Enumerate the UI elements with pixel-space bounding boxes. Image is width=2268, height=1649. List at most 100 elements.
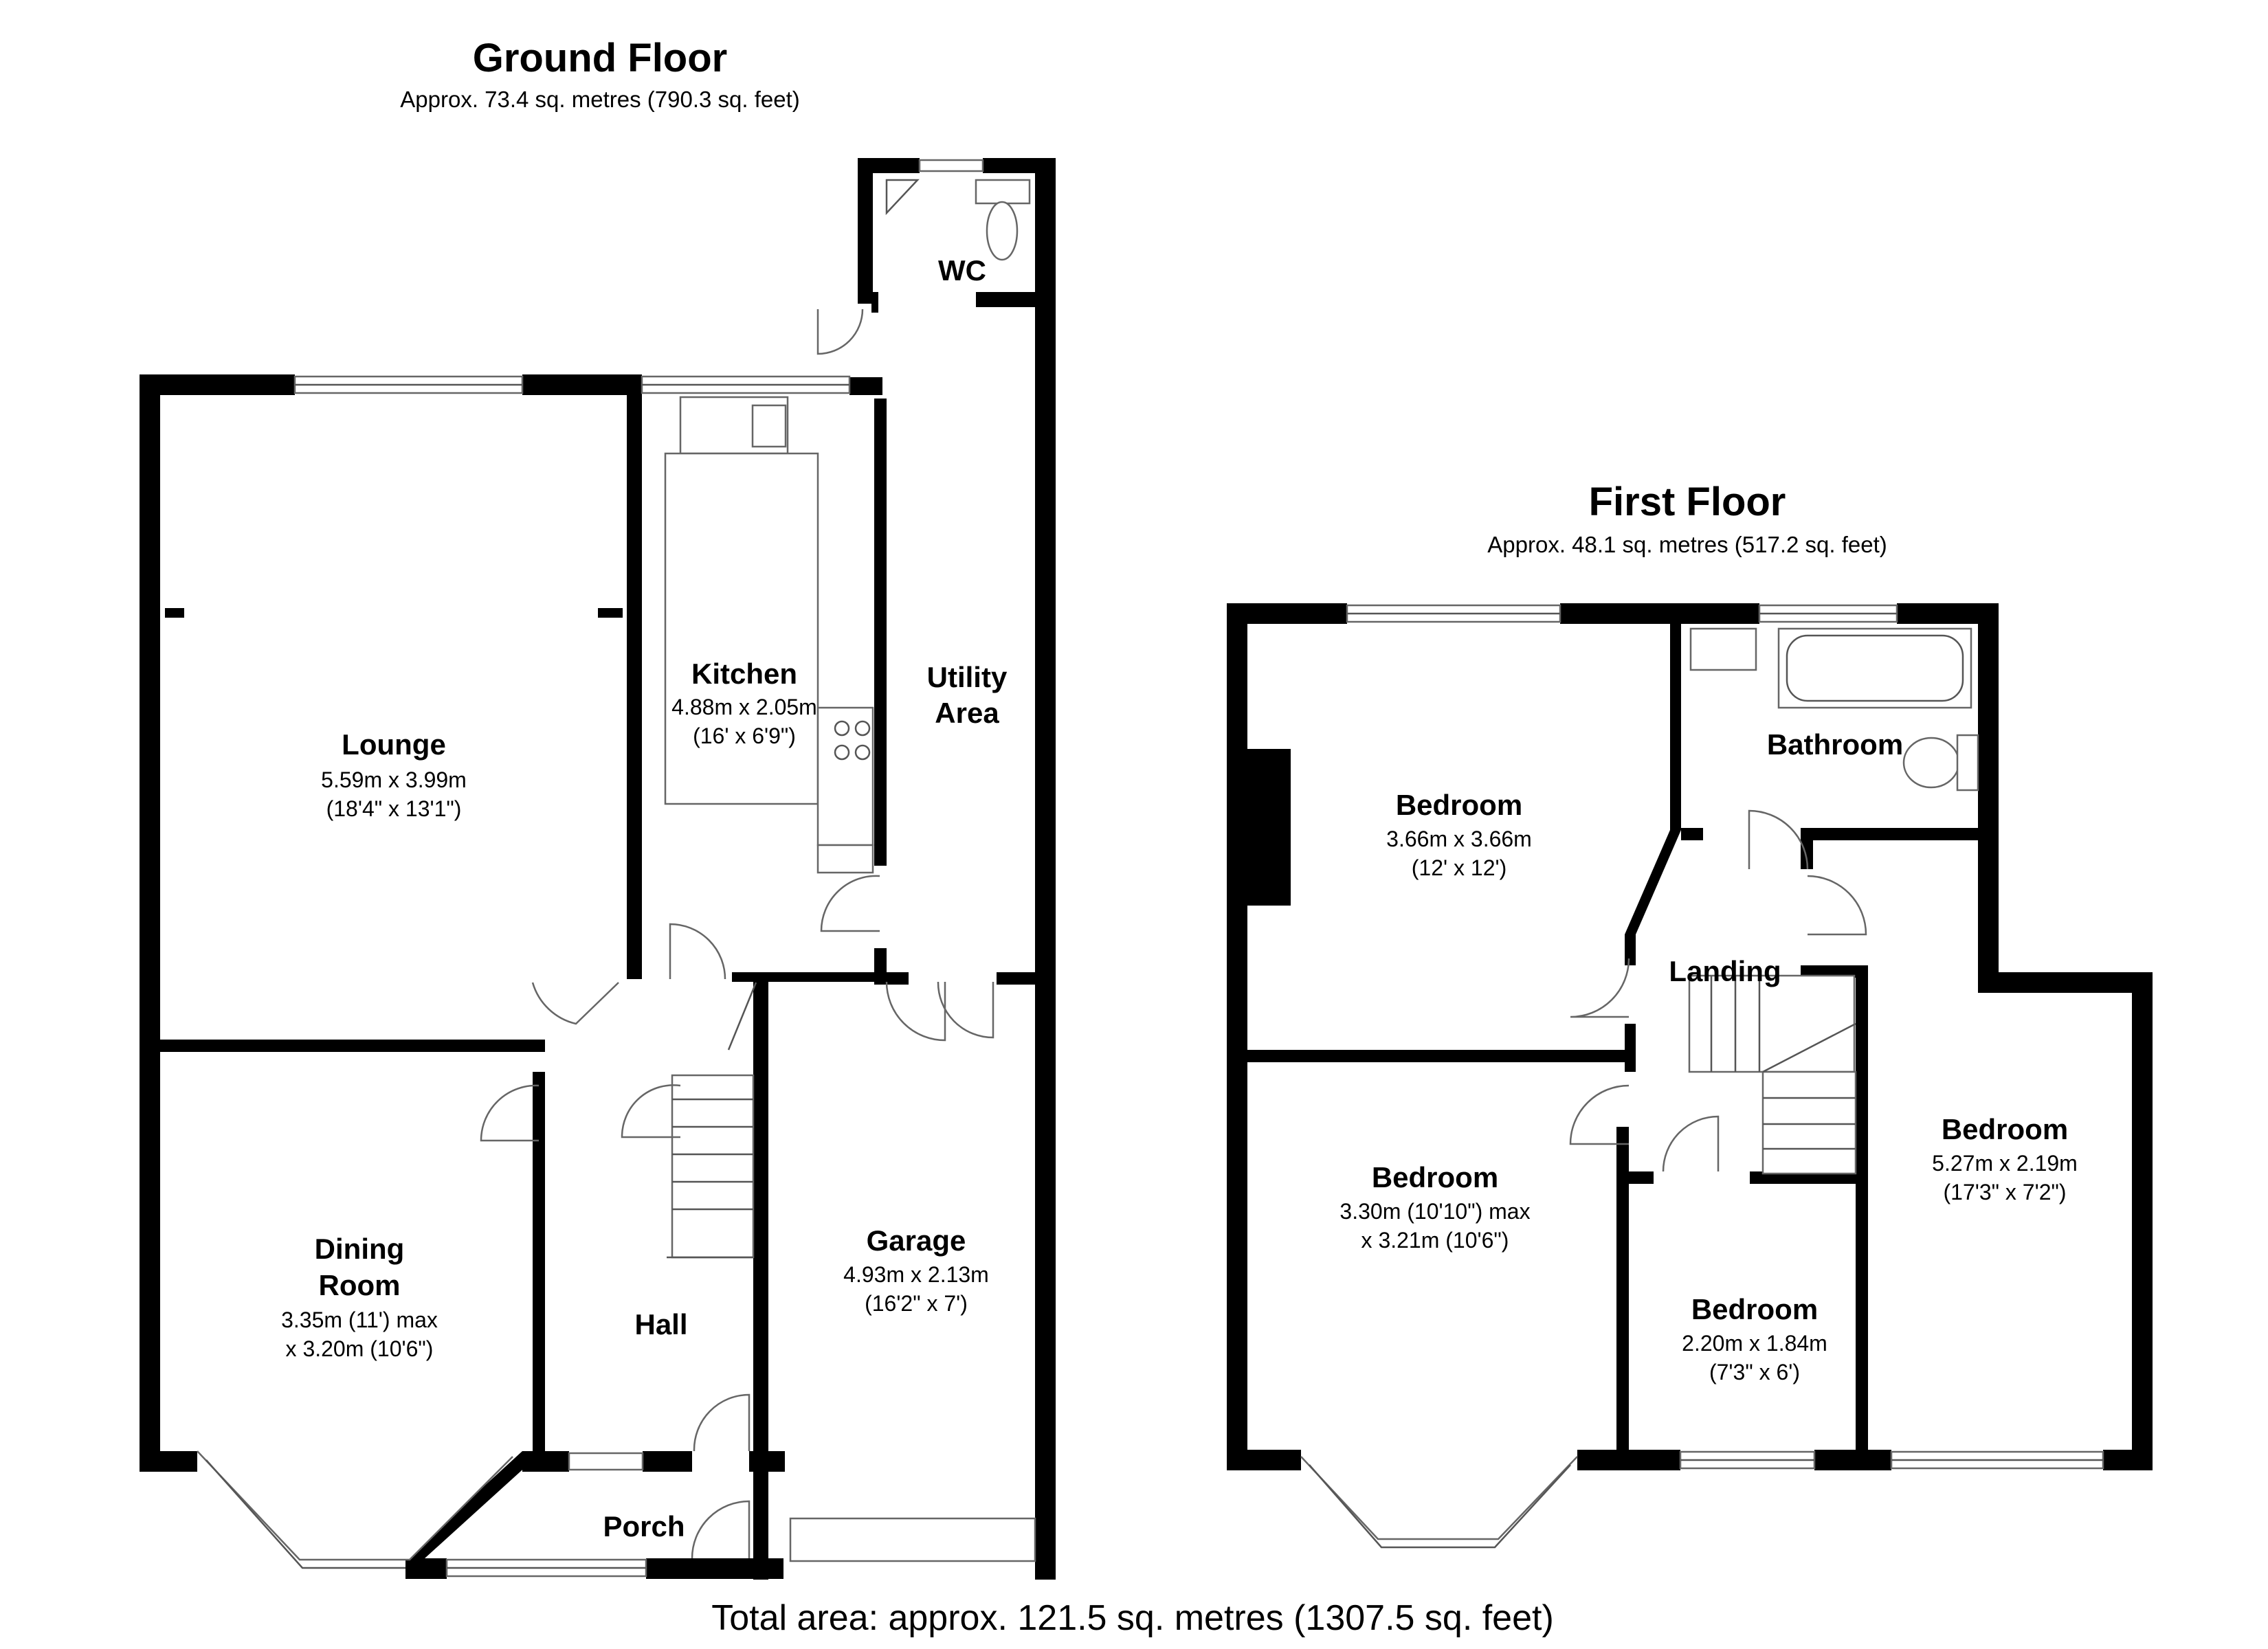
porch-label: Porch (603, 1510, 685, 1543)
bedroom4-label: Bedroom (1691, 1293, 1818, 1325)
kitchen-utility-wall-lower (874, 948, 887, 980)
wc-door (816, 309, 864, 355)
first-east-step-wall (1978, 972, 2153, 993)
porch-door (691, 1500, 751, 1559)
bedroom1-dimensions-imperial: (12' x 12') (1412, 855, 1507, 880)
kitchen-door (669, 923, 726, 980)
bedroom4-bedroom3-wall (1856, 969, 1868, 1450)
porch-bay-wall (405, 1451, 543, 1558)
bedroom1-dimensions: 3.66m x 3.66m (1386, 827, 1532, 851)
bedroom1-label: Bedroom (1396, 789, 1522, 821)
total-area: Total area: approx. 121.5 sq. metres (13… (711, 1598, 1554, 1638)
utility-south-wall-left (874, 972, 909, 985)
bedroom2-label: Bedroom (1372, 1161, 1498, 1193)
bathtub (1777, 627, 1972, 709)
bathroom-south-wall (1801, 828, 1979, 840)
bedroom4-north-wall-right (1750, 1171, 1867, 1184)
lounge-dimensions: 5.59m x 3.99m (321, 767, 467, 792)
bedroom4-dimensions-imperial: (7'3" x 6') (1709, 1360, 1800, 1384)
utility-south-wall-right (997, 972, 1038, 985)
ground-west-wall (140, 374, 160, 1470)
bedroom4-south-wall-right (1814, 1450, 1891, 1470)
understairs-door (621, 1084, 681, 1138)
bathroom-door-post (1801, 828, 1813, 869)
kitchen-utility-wall (874, 399, 887, 866)
landing-angled-wall (1625, 830, 1681, 934)
garage-inner-door (937, 981, 994, 1039)
lounge-pier-right (598, 608, 623, 618)
porch-south-wall-left (405, 1558, 447, 1579)
first-east-wall (2132, 972, 2153, 1470)
dining-south-wall (140, 1451, 197, 1472)
garage-label: Garage (867, 1224, 966, 1257)
wc-west-wall (858, 158, 873, 304)
lounge-door (531, 982, 619, 1025)
garage-door (789, 1517, 1036, 1562)
bedroom3-door (1807, 875, 1867, 936)
first-north-wall-left (1227, 603, 1347, 624)
wc-door-post (871, 292, 878, 313)
ground-north-wall-lounge-right (522, 374, 639, 395)
wc-window (918, 159, 984, 172)
wc-north-wall-left (858, 158, 920, 173)
bedroom4-door (1662, 1115, 1720, 1172)
first-floor-plan (1227, 603, 2153, 1549)
utility-label-line2: Area (935, 697, 999, 729)
bedroom2-south-wall-right (1577, 1450, 1680, 1470)
bedroom1-door (1570, 958, 1630, 1018)
lounge-label: Lounge (342, 728, 446, 761)
bedroom3-dimensions: 5.27m x 2.19m (1932, 1151, 2078, 1176)
bedroom2-dimensions-imperial: x 3.21m (10'6") (1361, 1228, 1509, 1253)
dining-label-line2: Room (319, 1269, 401, 1301)
first-floor-title: First Floor (1589, 480, 1786, 524)
kitchen-counter (664, 452, 819, 805)
utility-door (820, 875, 880, 932)
bathroom-toilet (1902, 737, 1960, 789)
hall-front-door (693, 1393, 751, 1452)
hall-label: Hall (634, 1308, 687, 1340)
landing-wall-upper (1625, 934, 1636, 965)
hall-stairs (671, 1074, 755, 1259)
bedroom2-bedroom4-wall (1616, 1127, 1629, 1450)
wc-basin (885, 179, 920, 216)
lounge-kitchen-wall (627, 374, 642, 979)
bedroom4-dimensions: 2.20m x 1.84m (1682, 1331, 1827, 1356)
landing-stairs-lower (1761, 1070, 1857, 1175)
bedroom3-north-wall (1801, 965, 1868, 978)
garage-dimensions-imperial: (16'2" x 7') (865, 1291, 968, 1316)
wc-south-wall (976, 292, 1038, 307)
ground-floor-plan (140, 158, 1056, 1580)
kitchen-hob (816, 706, 874, 846)
first-north-wall-mid (1560, 603, 1759, 624)
dining-door (480, 1084, 540, 1142)
hall-south-wall-mid (643, 1451, 692, 1472)
landing-wall-mid (1625, 1024, 1636, 1072)
ground-floor-title: Ground Floor (473, 36, 728, 80)
bathroom-south-wall-left (1681, 828, 1703, 840)
first-floor-area: Approx. 48.1 sq. metres (517.2 sq. feet) (1487, 532, 1887, 557)
first-chimney (1227, 603, 1291, 906)
ground-floor-area: Approx. 73.4 sq. metres (790.3 sq. feet) (400, 87, 799, 112)
garage-west-wall (753, 979, 768, 1580)
bedroom3-south-wall-right (2103, 1450, 2153, 1470)
dining-dimensions-imperial: x 3.20m (10'6") (286, 1336, 434, 1361)
bathroom-door (1748, 809, 1809, 870)
dining-dimensions: 3.35m (11') max (281, 1308, 438, 1332)
wc-label: WC (938, 254, 986, 287)
bedroom2-bay-window (1300, 1456, 1578, 1540)
bedroom2-dimensions: 3.30m (10'10") max (1339, 1199, 1530, 1224)
bedroom4-north-wall-left (1629, 1171, 1654, 1184)
bedroom2-door (1569, 1084, 1630, 1145)
wc-toilet (986, 201, 1019, 261)
kitchen-north-wall-end (849, 377, 882, 395)
lounge-dimensions-imperial: (18'4" x 13'1") (326, 796, 462, 821)
bathroom-label: Bathroom (1767, 728, 1903, 761)
bathroom-east-wall (1978, 603, 1999, 985)
lounge-pier-left (165, 608, 184, 618)
bathroom-basin (1689, 627, 1757, 671)
bedroom2-south-wall-left (1227, 1450, 1301, 1470)
garage-dimensions: 4.93m x 2.13m (843, 1262, 989, 1287)
bedroom1-bathroom-wall (1670, 624, 1681, 830)
bedroom1-bedroom2-wall (1247, 1050, 1625, 1062)
